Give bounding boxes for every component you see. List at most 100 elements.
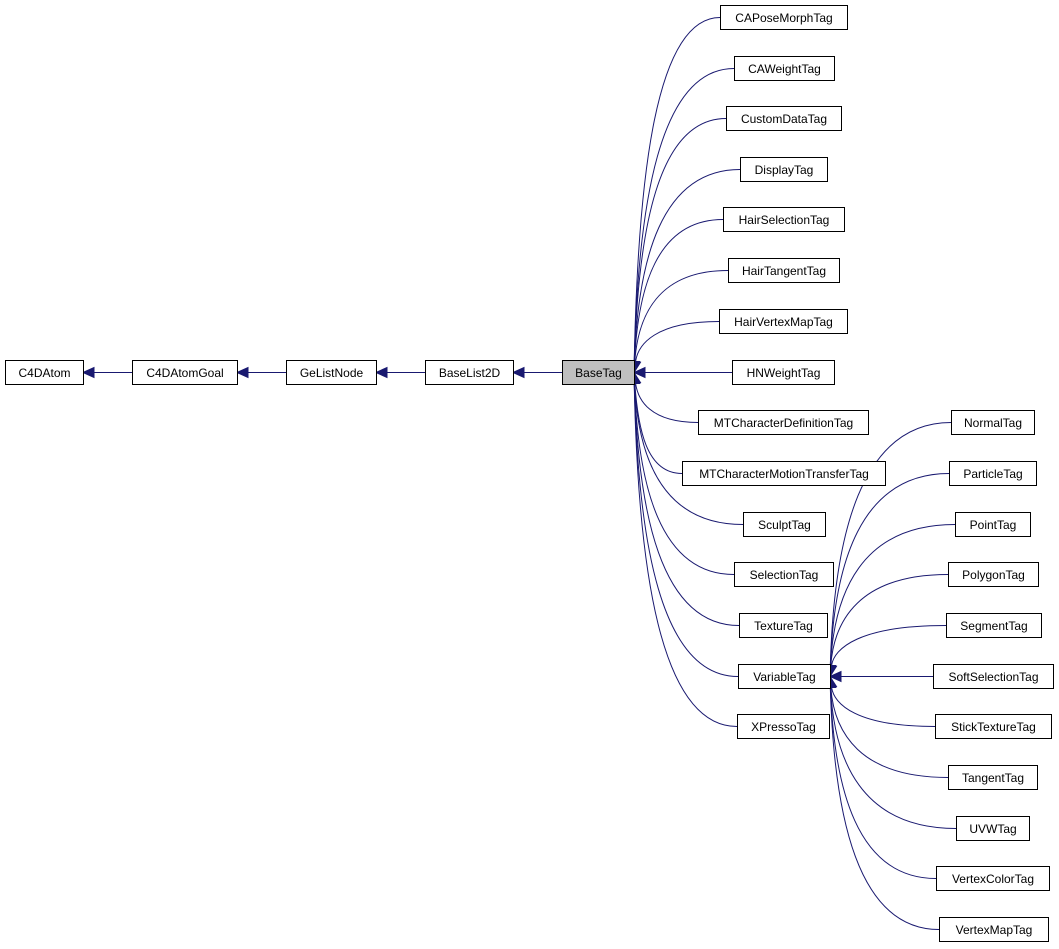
node-label: SelectionTag xyxy=(750,568,819,582)
edge-normal-tag-to-variable-tag xyxy=(824,422,952,678)
edge-segment-tag-to-variable-tag xyxy=(825,625,947,678)
node-sculpt-tag[interactable]: SculptTag xyxy=(743,512,826,537)
node-label: HairSelectionTag xyxy=(739,213,830,227)
node-box xyxy=(734,56,835,81)
edge-line xyxy=(831,687,936,727)
edge-uvw-tag-to-variable-tag xyxy=(824,675,957,829)
node-display-tag[interactable]: DisplayTag xyxy=(740,157,828,182)
node-hair-tangent-tag[interactable]: HairTangentTag xyxy=(728,258,840,283)
node-label: VariableTag xyxy=(753,670,815,684)
node-box xyxy=(935,714,1052,739)
edge-hair-vertex-map-tag-to-base-tag xyxy=(629,321,720,374)
node-label: CAPoseMorphTag xyxy=(735,11,832,25)
edge-line xyxy=(634,270,729,362)
node-box xyxy=(5,360,84,385)
node-hn-weight-tag[interactable]: HNWeightTag xyxy=(732,360,835,385)
edge-line xyxy=(633,169,741,362)
node-box xyxy=(728,258,840,283)
node-label: PointTag xyxy=(970,518,1017,532)
edge-vertex-color-tag-to-variable-tag xyxy=(824,675,937,879)
node-label: DisplayTag xyxy=(755,163,814,177)
node-custom-data-tag[interactable]: CustomDataTag xyxy=(726,106,842,131)
node-segment-tag[interactable]: SegmentTag xyxy=(946,613,1042,638)
node-vertex-map-tag[interactable]: VertexMapTag xyxy=(939,917,1049,942)
node-box xyxy=(723,207,845,232)
node-label: SegmentTag xyxy=(960,619,1027,633)
arrowhead xyxy=(828,670,842,683)
edge-point-tag-to-variable-tag xyxy=(824,524,956,678)
edge-line xyxy=(830,687,957,829)
node-label: SoftSelectionTag xyxy=(948,670,1038,684)
node-c4-d-atom[interactable]: C4DAtom xyxy=(5,360,84,385)
edge-vertex-map-tag-to-variable-tag xyxy=(824,675,940,930)
node-label: C4DAtomGoal xyxy=(146,366,223,380)
node-label: PolygonTag xyxy=(962,568,1025,582)
node-particle-tag[interactable]: ParticleTag xyxy=(949,461,1037,486)
node-label: StickTextureTag xyxy=(951,720,1036,734)
node-c4-d-atom-goal[interactable]: C4DAtomGoal xyxy=(132,360,238,385)
edge-line xyxy=(831,625,947,666)
node-label: VertexMapTag xyxy=(956,923,1033,937)
edge-ca-pose-morph-tag-to-base-tag xyxy=(628,17,721,374)
edge-sculpt-tag-to-base-tag xyxy=(628,371,744,525)
edge-line xyxy=(633,68,735,362)
node-hair-vertex-map-tag[interactable]: HairVertexMapTag xyxy=(719,309,848,334)
edge-line xyxy=(633,118,727,362)
edge-stick-texture-tag-to-variable-tag xyxy=(825,675,936,727)
arrowhead xyxy=(81,366,95,379)
node-texture-tag[interactable]: TextureTag xyxy=(739,613,828,638)
node-box xyxy=(946,613,1042,638)
node-label: SculptTag xyxy=(758,518,811,532)
edge-ca-weight-tag-to-base-tag xyxy=(628,68,735,374)
edge-line xyxy=(633,383,739,677)
node-mt-character-motion-transfer-tag[interactable]: MTCharacterMotionTransferTag xyxy=(682,461,886,486)
node-soft-selection-tag[interactable]: SoftSelectionTag xyxy=(933,664,1054,689)
node-polygon-tag[interactable]: PolygonTag xyxy=(948,562,1039,587)
node-box xyxy=(286,360,377,385)
node-label: TextureTag xyxy=(754,619,813,633)
edge-line xyxy=(633,383,735,575)
node-base-list2-d[interactable]: BaseList2D xyxy=(425,360,514,385)
node-box xyxy=(936,866,1050,891)
node-label: BaseTag xyxy=(575,366,622,380)
edge-ge-list-node-to-c4-d-atom-goal xyxy=(235,366,286,379)
node-label: HairTangentTag xyxy=(742,264,826,278)
node-normal-tag[interactable]: NormalTag xyxy=(951,410,1035,435)
edge-line xyxy=(830,687,949,778)
node-box xyxy=(682,461,886,486)
node-selection-tag[interactable]: SelectionTag xyxy=(734,562,834,587)
node-box xyxy=(933,664,1054,689)
node-box xyxy=(956,816,1030,841)
node-mt-character-definition-tag[interactable]: MTCharacterDefinitionTag xyxy=(698,410,869,435)
node-box xyxy=(948,562,1039,587)
node-hair-selection-tag[interactable]: HairSelectionTag xyxy=(723,207,845,232)
node-variable-tag[interactable]: VariableTag xyxy=(738,664,831,689)
node-vertex-color-tag[interactable]: VertexColorTag xyxy=(936,866,1050,891)
node-box xyxy=(732,360,835,385)
edge-base-tag-to-base-list2-d xyxy=(511,366,562,379)
node-label: GeListNode xyxy=(300,366,364,380)
node-box xyxy=(738,664,831,689)
node-label: CustomDataTag xyxy=(741,112,827,126)
edge-mt-character-definition-tag-to-base-tag xyxy=(629,371,699,423)
node-ca-pose-morph-tag[interactable]: CAPoseMorphTag xyxy=(720,5,848,30)
edge-line xyxy=(830,574,949,666)
node-label: VertexColorTag xyxy=(952,872,1034,886)
edge-line xyxy=(830,524,956,666)
arrowhead xyxy=(511,366,525,379)
node-label: HairVertexMapTag xyxy=(734,315,833,329)
edge-hair-selection-tag-to-base-tag xyxy=(628,219,724,374)
node-tangent-tag[interactable]: TangentTag xyxy=(948,765,1038,790)
node-label: ParticleTag xyxy=(963,467,1022,481)
edge-line xyxy=(634,383,744,525)
edge-line xyxy=(633,383,738,727)
node-point-tag[interactable]: PointTag xyxy=(955,512,1031,537)
node-stick-texture-tag[interactable]: StickTextureTag xyxy=(935,714,1052,739)
node-uvw-tag[interactable]: UVWTag xyxy=(956,816,1030,841)
node-ge-list-node[interactable]: GeListNode xyxy=(286,360,377,385)
node-ca-weight-tag[interactable]: CAWeightTag xyxy=(734,56,835,81)
node-x-presso-tag[interactable]: XPressoTag xyxy=(737,714,830,739)
node-label: CAWeightTag xyxy=(748,62,821,76)
nodes-layer: C4DAtom C4DAtomGoal GeListNode BaseList2D Ba… xyxy=(5,5,1054,942)
edge-line xyxy=(633,383,740,626)
